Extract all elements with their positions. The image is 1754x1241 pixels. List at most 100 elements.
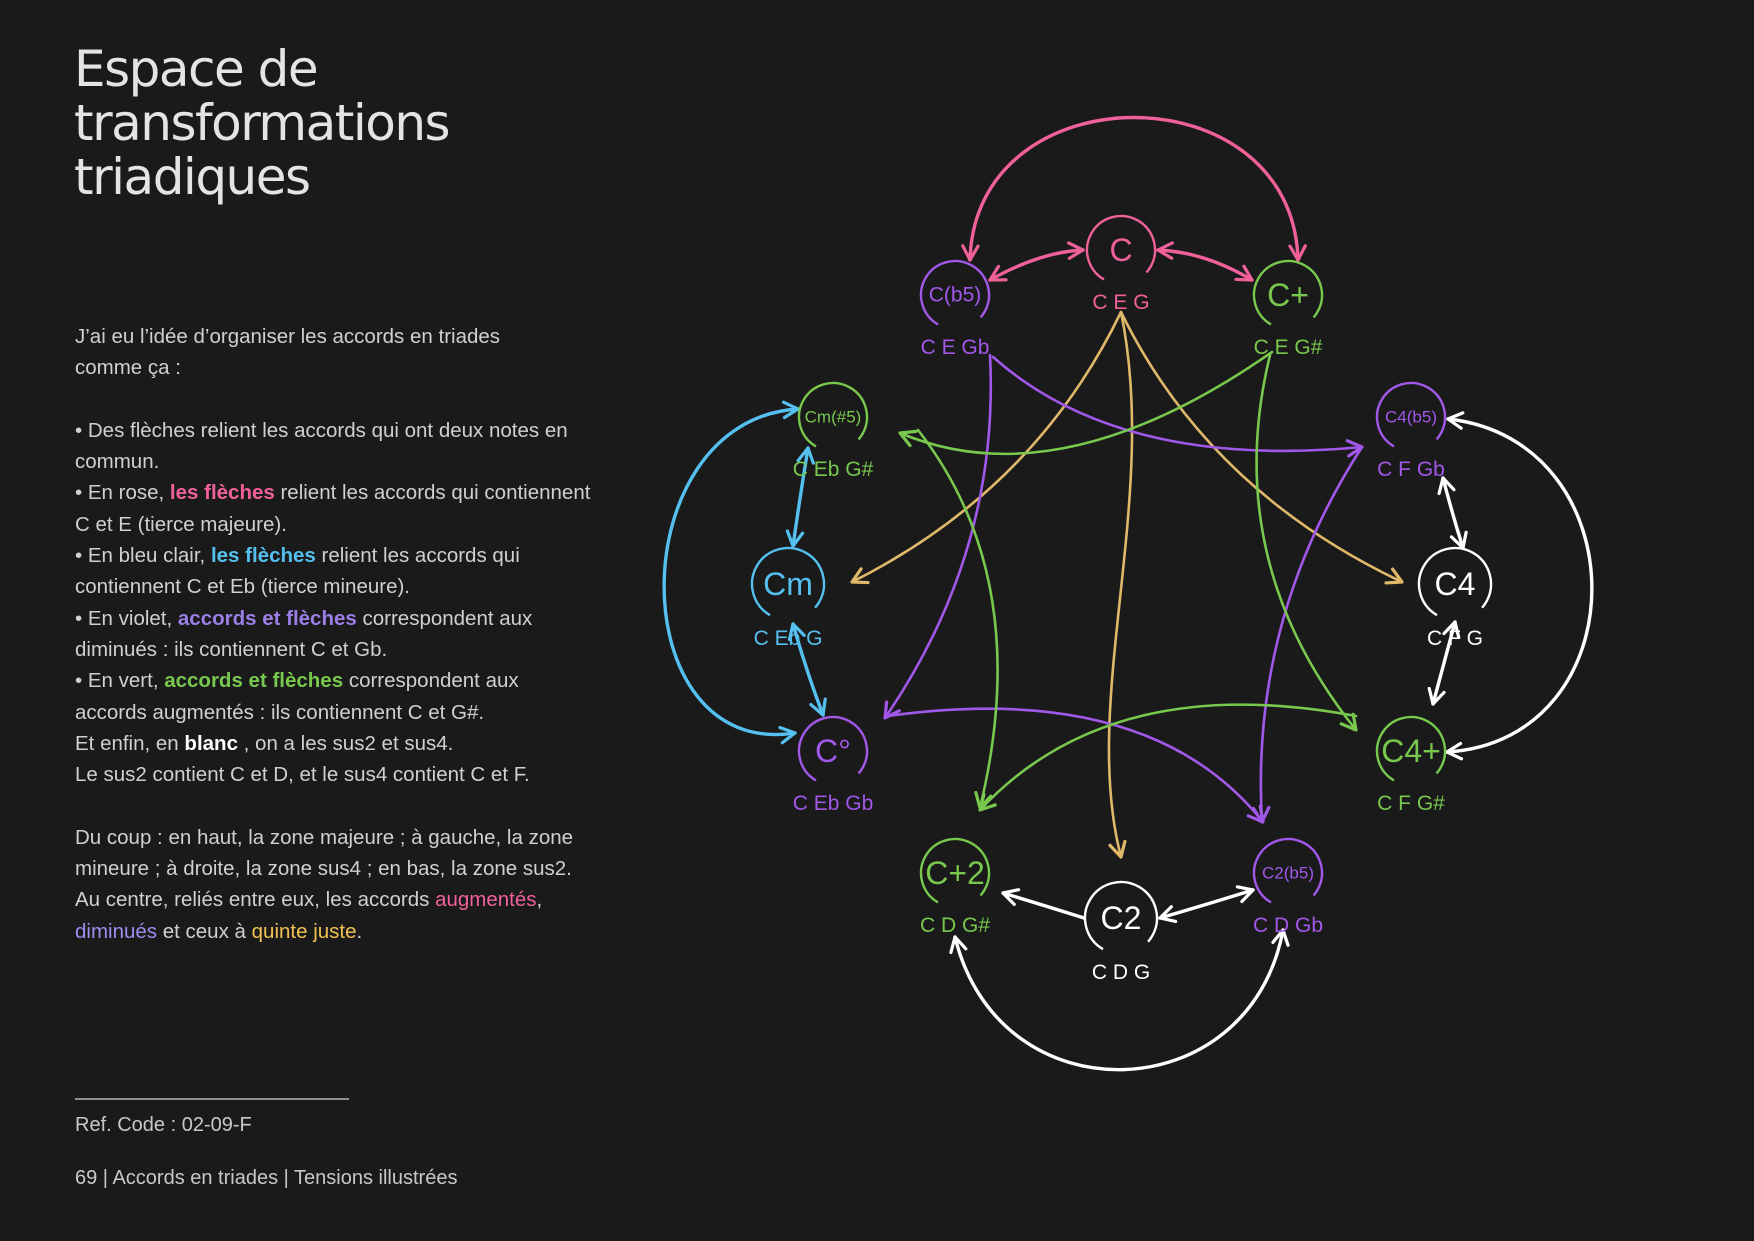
chord-circle-Cm5 <box>797 381 869 453</box>
chord-node-Cdim: C° C Eb Gb <box>793 715 874 815</box>
arrowhead-Cb5-Caug-start <box>961 244 980 262</box>
arrow-C-Caug <box>1156 248 1254 282</box>
arrow-C2aug-C2b5 <box>953 928 1285 1072</box>
chord-name-C2: C2 <box>1101 900 1142 936</box>
arrowhead-C-Cm-end <box>850 567 870 585</box>
arrow-C-C4 <box>1119 310 1404 584</box>
arrow-C4b5-C4 <box>1441 476 1465 550</box>
arrowhead-Caug-C4aug-end <box>1339 712 1358 732</box>
bullet-pink-highlight: les flèches <box>169 481 275 505</box>
chord-circle-Cm <box>750 546 826 622</box>
chord-node-C2: C2 C D G <box>1083 880 1159 984</box>
arrowhead-Cm5-Cdim-start <box>781 400 800 420</box>
arrowhead-Cm5-Cm-start <box>796 446 815 465</box>
arrow-C-Cm <box>850 310 1123 584</box>
bullet-green-post: correspondent aux accords augmentés : il… <box>75 669 519 724</box>
chord-circle-C4b5 <box>1375 381 1447 453</box>
chord-circle-C2aug <box>919 837 991 909</box>
page-title: Espace de transformations triadiques <box>74 42 451 206</box>
bullet-violet-post: correspondent aux diminués : ils contien… <box>75 606 533 661</box>
chord-circle-Cdim <box>797 715 869 787</box>
arrowhead-Cb5-Cdim-end <box>883 700 901 720</box>
chord-name-Caug: C+ <box>1267 277 1309 313</box>
page-footer: 69 | Accords en triades | Tensions illus… <box>75 1167 458 1189</box>
arrow-C2-C2aug <box>1001 891 1086 920</box>
line-white-post: , on a les sus2 et sus4. <box>237 731 454 755</box>
chord-node-C: CC E G <box>1085 214 1157 314</box>
chord-name-C2b5: C2(b5) <box>1262 864 1314 883</box>
chord-name-Cb5: C(b5) <box>929 284 982 307</box>
line-white-pre: Et enfin, en <box>75 731 185 755</box>
chord-circle-C <box>1085 214 1157 286</box>
chord-circle-C4aug <box>1375 715 1447 787</box>
arrow-Cm5-Cm <box>791 446 810 548</box>
title-line-2: transformations <box>74 94 451 152</box>
line-sus: Le sus2 contient C et D, et le sus4 cont… <box>75 763 530 787</box>
arrowhead-C2aug-C2b5-start <box>949 935 968 955</box>
summary-end: . <box>356 919 363 943</box>
arrowhead-C-C2-end <box>1108 839 1127 859</box>
chord-name-Cdim: C° <box>815 733 851 769</box>
arrowhead-C-Cb5-end <box>988 264 1008 282</box>
arrowhead-C-Caug-start <box>1156 241 1174 260</box>
bullet-green-highlight: accords et flèches <box>164 669 344 693</box>
chord-node-Cm5: Cm(#5)C Eb G# <box>793 381 874 481</box>
chord-name-C4aug: C4+ <box>1381 733 1441 769</box>
title-line-3: triadiques <box>74 148 311 206</box>
arrow-Cb5-Cdim <box>883 353 993 720</box>
arrowhead-C4-C4aug-start <box>1442 620 1461 640</box>
chord-node-Cb5: C(b5) C E Gb <box>919 259 991 359</box>
bullet-violet-highlight: accords et flèches <box>177 606 357 630</box>
chord-notes-Cdim: C Eb Gb <box>793 792 874 815</box>
arrowhead-C-C4-end <box>1384 567 1404 585</box>
summary-text: Du coup : en haut, la zone majeure ; à g… <box>75 825 574 912</box>
arrowhead-C2-C2b5-start <box>1158 905 1178 924</box>
arrow-Cdim-C2b5 <box>886 707 1265 824</box>
bullet-pink-post: relient les accords qui contiennent C et… <box>75 481 591 536</box>
arrow-C4aug-C2aug <box>978 703 1358 812</box>
nodes-layer: CC E GC(b5)C E GbC+C E G#Cm(#5)C Eb G#Cm… <box>750 214 1493 984</box>
ref-code: Ref. Code : 02-09-F <box>75 1114 252 1136</box>
arrowhead-C4b5-C4aug-start <box>1446 411 1465 430</box>
bullet-green-pre: • En vert, <box>75 669 165 693</box>
arrow-Caug-Cm5 <box>898 350 1274 456</box>
bullet-blue-post: relient les accords qui contiennent C et… <box>75 544 520 599</box>
arrowhead-C4aug-C2aug-end <box>978 792 997 812</box>
chord-node-C2b5: C2(b5) C D Gb <box>1252 837 1324 937</box>
chord-name-C4: C4 <box>1435 566 1476 602</box>
arrow-C4-C4aug <box>1431 620 1457 706</box>
arrow-C2-C2b5 <box>1158 888 1255 920</box>
bullet-common-notes: • Des flèches relient les accords qui on… <box>75 418 568 474</box>
arrowhead-Cm-Cdim-start <box>787 622 806 642</box>
arrow-Cm5-C2aug <box>916 428 999 810</box>
chord-notes-Cb5: C E Gb <box>921 336 990 359</box>
chord-notes-C2: C D G <box>1092 961 1150 984</box>
bullet-violet: • En violet, accords et flèches correspo… <box>75 603 595 666</box>
bullet-pink-pre: • En rose, <box>75 481 170 505</box>
arrowhead-Cm-Cdim-end <box>809 697 827 717</box>
chord-circle-Cb5 <box>919 259 991 331</box>
chord-notes-C4: C F G <box>1427 627 1483 650</box>
chord-notes-Cm5: C Eb G# <box>793 458 874 481</box>
chord-node-C4aug: C4+C F G# <box>1375 715 1447 815</box>
chord-notes-C2b5: C D Gb <box>1253 914 1323 937</box>
arrow-C-Cb5 <box>988 248 1085 282</box>
summary-mid: et ceux à <box>157 919 252 943</box>
chord-node-C4b5: C4(b5)C F Gb <box>1375 381 1447 481</box>
arrowhead-C4b5-C4-start <box>1437 476 1456 496</box>
chord-node-Cm: CmC Eb G <box>750 546 826 650</box>
arrowhead-C2-C2aug-end <box>1001 888 1021 906</box>
chord-notes-C2aug: C D G# <box>920 914 990 937</box>
summary-sep: , <box>536 888 543 912</box>
arrow-Cb5-Caug <box>968 115 1300 262</box>
arrowhead-C2-C2b5-end <box>1235 885 1255 904</box>
summary-paragraph: Du coup : en haut, la zone majeure ; à g… <box>75 822 595 947</box>
bullet-green: • En vert, accords et flèches correspond… <box>75 665 595 728</box>
chord-name-C2aug: C+2 <box>925 855 985 891</box>
arrow-Cb5-C4b5 <box>991 355 1364 453</box>
summary-augmented: augmentés <box>435 888 537 912</box>
arrow-Cm5-Cdim <box>662 407 800 737</box>
intro-line-1: J’ai eu l’idée d’organiser les accords e… <box>75 325 501 348</box>
arrow-C-C2 <box>1107 310 1134 859</box>
